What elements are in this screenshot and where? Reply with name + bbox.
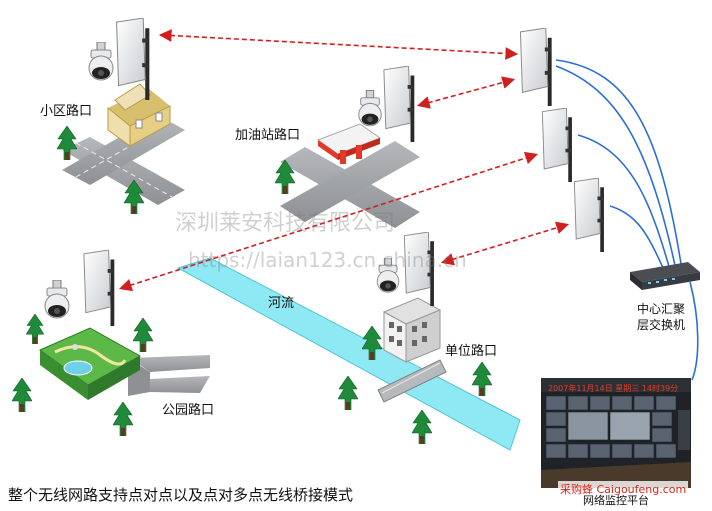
link-park [118,151,539,292]
park-block [39,327,142,400]
label-gas-station: 加油站路口 [235,128,301,143]
watermark-company: 深圳莱安科技有限公司 [175,211,396,236]
link-residential [158,29,519,60]
tree [113,402,133,436]
cable [555,59,683,271]
label-unit: 单位路口 [445,344,498,359]
label-river: 河流 [268,296,295,311]
link-unit [440,221,570,266]
cable [689,281,699,381]
network-cables [555,59,699,381]
unit-building [382,297,442,363]
monitor-date-overlay: 2007年11月14日 星期三 14时39分 [548,384,679,393]
label-switch-line2: 层交换机 [637,318,686,332]
watermark-url: https://laian123.cn.china.cn [188,248,467,272]
tree [338,376,358,410]
antenna-icon [541,108,573,182]
cable [609,205,665,271]
antenna-icon [519,28,553,106]
tree [12,378,32,412]
tree [412,410,432,444]
antenna-icon [573,178,605,252]
tree [25,314,45,344]
label-switch-line1: 中心汇聚 [637,302,686,316]
cable [555,65,677,271]
antenna-icon [383,66,415,142]
antenna-icon [83,250,115,326]
camera-icon [88,42,114,81]
house-building [107,83,171,147]
label-park: 公园路口 [162,403,215,418]
tree [472,362,492,396]
link-gas-station [416,76,516,109]
core-switch [630,262,700,290]
park-intersection [128,355,210,396]
camera-icon [358,90,382,127]
label-monitor-platform: 网络监控平台 [583,494,649,507]
label-residential: 小区路口 [40,104,93,119]
wireless-links [118,29,570,292]
vendor-badge: 采购蜂 Caigoufeng.com [558,481,689,497]
tree [133,318,153,352]
camera-icon [44,280,70,319]
antenna-icon [116,18,150,100]
cable [577,134,671,271]
diagram-caption: 整个无线网路支持点对点以及点对多点无线桥接模式 [8,486,354,504]
monitoring-room-photo [541,378,691,488]
